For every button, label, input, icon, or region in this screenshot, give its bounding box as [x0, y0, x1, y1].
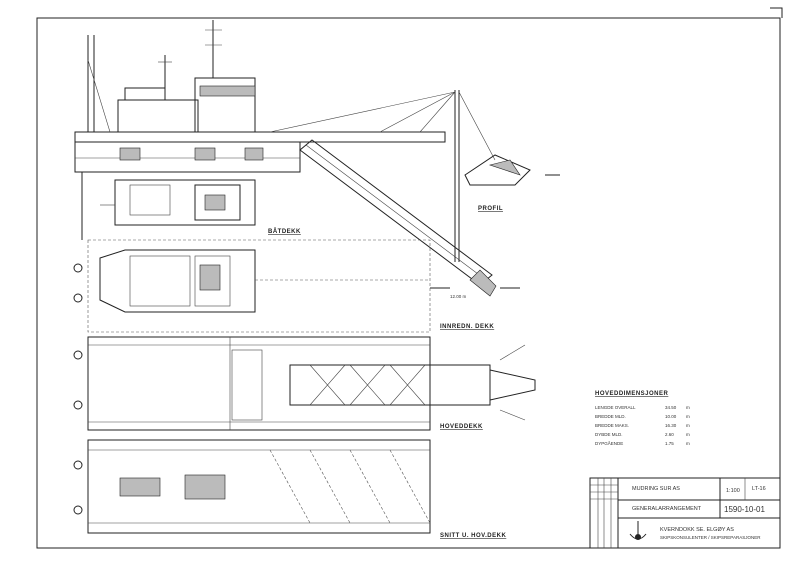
company-subtitle: SKIPSKONSULENTER / SKIPSREPARASJONER: [660, 535, 761, 540]
section-label: SNITT U. HOV.DEKK: [440, 533, 506, 539]
company-logo: [629, 521, 647, 540]
dimension-note: 12.00 m: [450, 294, 467, 299]
dimension-value: 10.00: [665, 414, 677, 419]
dimension-row: DYBDE MLD. 2.60 m: [595, 432, 690, 437]
dimension-label: BREDDE MAKS.: [595, 423, 629, 428]
drawing-number: 1590-10-01: [724, 505, 765, 514]
profile-label: PROFIL: [478, 206, 503, 212]
corner-mark: [770, 7, 783, 18]
dimension-label: BREDDE MLD.: [595, 414, 626, 419]
dimension-value: 16.30: [665, 423, 677, 428]
accommodation-deck-view: INNREDN. DEKK: [73, 239, 494, 333]
boat-deck-label: BÅTDEKK: [268, 228, 301, 235]
main-dimensions-table: HOVEDDIMENSJONER LENGDE OVERALL 34.50 m …: [595, 391, 690, 446]
dimension-unit: m: [686, 423, 690, 428]
dimension-value: 34.50: [665, 405, 677, 410]
title-block: MUDRING SUR AS GENERALARRANGEMENT 1:100 …: [589, 477, 781, 549]
dimension-row: LENGDE OVERALL 34.50 m: [595, 405, 690, 410]
scale: 1:100: [726, 488, 740, 494]
dimension-row: BREDDE MLD. 10.00 m: [595, 414, 690, 419]
section-view: SNITT U. HOV.DEKK: [73, 439, 506, 539]
dimension-unit: m: [686, 414, 690, 419]
boat-deck-view: BÅTDEKK: [100, 179, 301, 235]
drawing-title: GENERALARRANGEMENT: [632, 506, 702, 512]
dimension-value: 1.75: [665, 441, 674, 446]
dimension-unit: m: [686, 441, 690, 446]
dimension-row: DYPGÅENDE 1.75 m: [595, 440, 690, 446]
dimension-label: LENGDE OVERALL: [595, 405, 636, 410]
main-deck-label: HOVEDDEKK: [440, 424, 483, 430]
main-deck-view: HOVEDDEKK: [73, 336, 536, 431]
dimension-unit: m: [686, 432, 690, 437]
project-name: MUDRING SUR AS: [632, 486, 680, 492]
dimension-label: DYPGÅENDE: [595, 440, 623, 446]
dimension-unit: m: [686, 405, 690, 410]
dimension-value: 2.60: [665, 432, 674, 437]
dimension-row: BREDDE MAKS. 16.30 m: [595, 423, 690, 428]
dimension-label: DYBDE MLD.: [595, 432, 623, 437]
company-name: KVERNDOKK SE. ELGØY AS: [660, 527, 734, 533]
drawing-frame: [36, 17, 781, 549]
sheet: LT-16: [752, 486, 766, 492]
accommodation-deck-label: INNREDN. DEKK: [440, 324, 494, 330]
profile-view: 12.00 m PROFIL: [74, 20, 560, 299]
main-dimensions-title: HOVEDDIMENSJONER: [595, 391, 669, 397]
